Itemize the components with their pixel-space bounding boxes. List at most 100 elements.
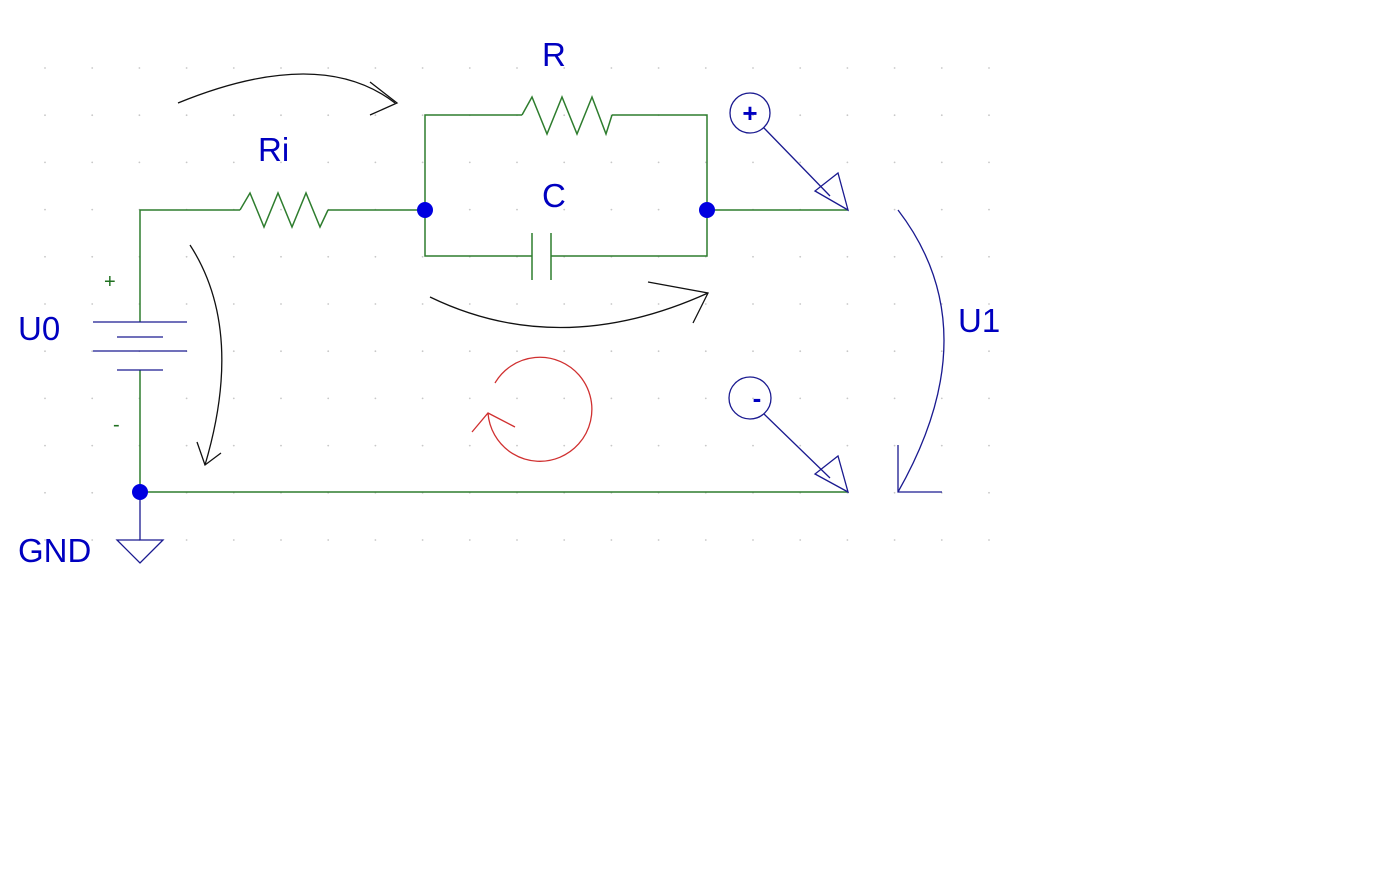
grid-dot [893,350,896,353]
grid-dot [374,444,377,447]
grid-dot [610,208,613,211]
grid-dot [563,539,566,541]
grid-dot [327,114,330,117]
grid-dot [846,114,849,117]
grid-dot [799,67,802,69]
grid-dot [657,539,660,541]
grid-dot [704,539,707,541]
grid-dot [563,161,566,164]
grid-dot [280,161,282,164]
grid-dot [185,444,188,447]
grid-dot [563,444,566,447]
grid-dot [421,67,424,69]
grid-dot [610,303,613,305]
grid-dot [44,161,46,164]
grid-dot [374,255,377,258]
grid-dot [893,397,896,400]
grid-dot [940,397,943,400]
grid-dot [91,491,94,494]
label-u1: U1 [958,302,1000,339]
grid-dot [44,255,46,258]
grid-dot [327,67,330,69]
grid-dot [799,539,802,541]
label-gnd: GND [18,532,91,569]
grid-dot [327,350,330,353]
grid-dot [704,303,707,305]
grid-dot [893,255,896,258]
battery-minus-sign: - [113,414,120,436]
grid-dot [752,397,754,400]
grid-dot [799,303,802,305]
grid-dot [185,303,188,305]
grid-dot [940,67,943,69]
capacitor-c[interactable] [531,233,552,280]
grid-dot [752,161,754,164]
grid-dot [185,539,188,541]
grid-dot [893,444,896,447]
grid-dot [846,303,849,305]
grid-dot [610,350,613,353]
ground-symbol[interactable] [115,539,165,564]
grid-dot [44,350,46,353]
battery-u0[interactable] [93,321,187,371]
current-arrow-top [177,73,399,116]
grid-dot [91,114,94,117]
grid-dot [940,350,943,353]
grid-dot [374,161,377,164]
grid-dot [327,161,330,164]
grid-dot [468,350,471,353]
grid-dot [421,303,424,305]
voltage-probe-minus[interactable] [728,376,850,494]
resistor-r[interactable] [521,94,613,137]
grid-dot [280,255,282,258]
grid-dot [988,397,990,400]
grid-dot [610,161,613,164]
grid-dot [940,161,943,164]
grid-dot [232,444,235,447]
grid-dot [44,444,46,447]
junction-node [132,484,148,500]
grid-dot [610,397,613,400]
voltage-probe-plus[interactable] [729,92,850,212]
grid-dot [91,539,94,541]
grid-dot [327,444,330,447]
grid-dot [846,255,849,258]
grid-dot [657,67,660,69]
grid-dot [421,161,424,164]
grid-dot [516,303,518,305]
grid-dot [468,161,471,164]
grid-dot [91,67,94,69]
grid-dot [893,67,896,69]
grid-dot [799,397,802,400]
grid-dot [516,67,518,69]
grid-dot [91,444,94,447]
grid-dot [421,255,424,258]
label-r: R [542,36,566,73]
junction-node [699,202,715,218]
grid-dot [940,255,943,258]
grid-dot [752,350,754,353]
label-ri: Ri [258,131,289,168]
resistor-ri[interactable] [239,191,329,229]
grid-dot [610,539,613,541]
grid-dot [44,208,46,211]
grid-dot [421,444,424,447]
grid-dot [704,67,707,69]
grid-dot [468,444,471,447]
current-arrow-middle [429,281,709,329]
label-u0: U0 [18,310,60,347]
grid-dot [657,444,660,447]
grid-dot [232,255,235,258]
grid-dot [185,397,188,400]
grid-dot [327,397,330,400]
grid-dot [468,539,471,541]
grid-dot [610,67,613,69]
grid-dot [940,539,943,541]
grid-dot [280,350,282,353]
grid-dot [846,444,849,447]
grid-dot [988,161,990,164]
grid-dot [657,161,660,164]
grid-dot [44,67,46,69]
grid-dot [374,539,377,541]
